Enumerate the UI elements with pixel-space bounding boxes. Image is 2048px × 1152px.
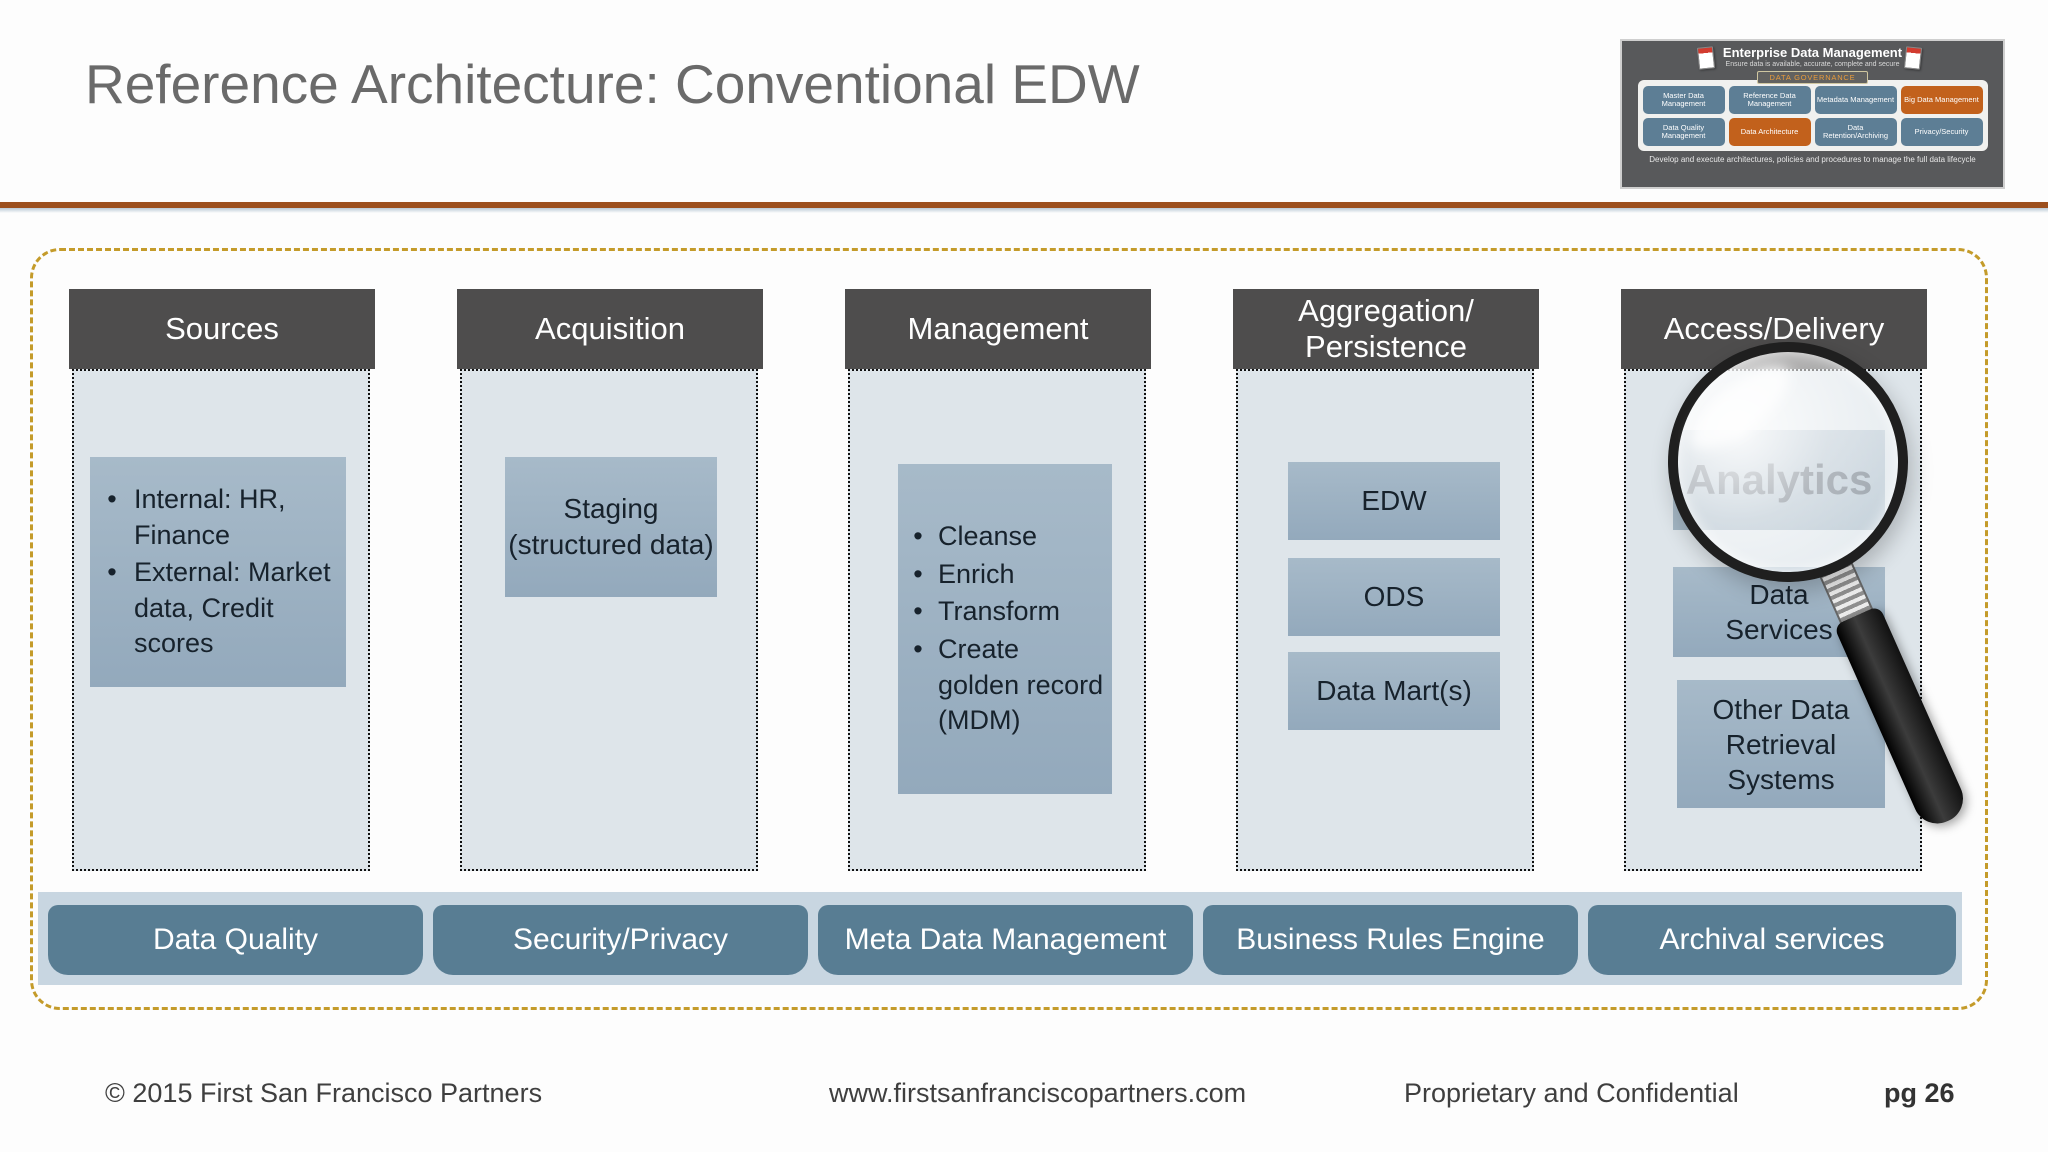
column-header-label: Persistence	[1305, 329, 1467, 364]
bottom-bar-data-quality: Data Quality	[48, 905, 423, 975]
bottom-bar-meta-data-management: Meta Data Management	[818, 905, 1193, 975]
column-body-acquisition: Staging (structured data)	[460, 369, 758, 871]
column-access-delivery: Access/Delivery Analytics Data Services …	[1621, 289, 1927, 873]
column-body-aggregation-persistence: EDW ODS Data Mart(s)	[1236, 369, 1534, 871]
bullet-item: Internal: HR, Finance	[90, 482, 346, 553]
staging-box: Staging (structured data)	[505, 457, 717, 597]
bottom-bar-label: Data Quality	[152, 923, 319, 956]
data-marts-box: Data Mart(s)	[1288, 652, 1500, 730]
analytics-box-label: Analytics	[1685, 456, 1873, 503]
ods-box: ODS	[1288, 558, 1500, 636]
thumbnail-panel: Master Data Management Reference Data Ma…	[1637, 80, 1988, 152]
column-header-label: Management	[907, 311, 1089, 347]
thumbnail-subtitle: Ensure data is available, accurate, comp…	[1725, 61, 1900, 69]
column-header-label: Sources	[165, 311, 279, 347]
bottom-bar-label: Meta Data Management	[844, 923, 1167, 956]
column-body-management: Cleanse Enrich Transform Create golden r…	[848, 369, 1146, 871]
footer-copyright: © 2015 First San Francisco Partners	[105, 1078, 543, 1108]
column-acquisition: Acquisition Staging (structured data)	[457, 289, 763, 873]
data-governance-badge: DATA GOVERNANCE	[1756, 71, 1869, 85]
column-header-management: Management	[845, 289, 1151, 369]
bottom-bar-label: Archival services	[1659, 923, 1885, 956]
title-divider-shadow	[0, 208, 2048, 213]
column-header-aggregation-persistence: Aggregation/ Persistence	[1233, 289, 1539, 369]
diagram-frame	[30, 248, 1988, 1010]
column-management: Management Cleanse Enrich Transform Crea…	[845, 289, 1151, 873]
bottom-bar-security-privacy: Security/Privacy	[433, 905, 808, 975]
ods-box-label: ODS	[1363, 581, 1425, 612]
bottom-bar-archival-services: Archival services	[1588, 905, 1956, 975]
bullet-item: Create golden record (MDM)	[898, 632, 1112, 739]
data-marts-box-label: Data Mart(s)	[1316, 675, 1472, 706]
column-header-access-delivery: Access/Delivery	[1621, 289, 1927, 369]
column-header-label: Acquisition	[535, 311, 685, 347]
column-body-access-delivery: Analytics Data Services Other Data Retri…	[1624, 369, 1922, 871]
bullet-item: Transform	[898, 594, 1112, 630]
thumbnail-title: Enterprise Data Management	[1722, 45, 1903, 60]
thumbnail-box: Metadata Management	[1814, 86, 1897, 115]
data-services-box: Data Services	[1673, 567, 1885, 657]
data-services-box-label: Data Services	[1725, 579, 1833, 645]
edw-box-label: EDW	[1361, 485, 1427, 516]
column-header-sources: Sources	[69, 289, 375, 369]
thumbnail-box: Master Data Management	[1642, 86, 1725, 115]
page-title: Reference Architecture: Conventional EDW	[85, 53, 1140, 115]
edm-thumbnail: Enterprise Data Management Ensure data i…	[1620, 39, 2005, 189]
column-sources: Sources Internal: HR, Finance External: …	[69, 289, 375, 873]
staging-box-label: Staging (structured data)	[508, 492, 714, 560]
bottom-services-strip: Data Quality Security/Privacy Meta Data …	[38, 892, 1962, 985]
footer-website: www.firstsanfranciscopartners.com	[829, 1078, 1247, 1108]
column-aggregation-persistence: Aggregation/ Persistence EDW ODS Data Ma…	[1233, 289, 1539, 873]
bullet-item: Cleanse	[898, 519, 1112, 555]
thumbnail-box: Data Architecture	[1728, 118, 1811, 147]
document-icon	[1696, 46, 1716, 70]
title-divider	[0, 202, 2048, 208]
thumbnail-box: Reference Data Management	[1728, 86, 1811, 115]
edw-box: EDW	[1288, 462, 1500, 540]
column-header-label: Access/Delivery	[1663, 311, 1885, 347]
thumbnail-caption: Develop and execute architectures, polic…	[1649, 155, 1976, 165]
document-icon	[1903, 46, 1923, 70]
footer-confidential: Proprietary and Confidential	[1404, 1078, 1739, 1108]
thumbnail-box: Big Data Management	[1900, 86, 1983, 115]
column-header-acquisition: Acquisition	[457, 289, 763, 369]
bottom-bar-label: Business Rules Engine	[1236, 923, 1545, 956]
other-data-retrieval-box: Other Data Retrieval Systems	[1677, 680, 1885, 808]
bullet-item: External: Market data, Credit scores	[90, 555, 346, 662]
column-body-sources: Internal: HR, Finance External: Market d…	[72, 369, 370, 871]
other-data-retrieval-box-label: Other Data Retrieval Systems	[1712, 693, 1850, 795]
management-box: Cleanse Enrich Transform Create golden r…	[898, 464, 1112, 794]
footer-page-number: pg 26	[1884, 1078, 1955, 1108]
thumbnail-box: Data Quality Management	[1642, 118, 1725, 147]
thumbnail-box: Data Retention/Archiving	[1814, 118, 1897, 147]
bottom-bar-label: Security/Privacy	[512, 923, 729, 956]
analytics-box: Analytics	[1673, 430, 1885, 530]
sources-box: Internal: HR, Finance External: Market d…	[90, 457, 346, 687]
thumbnail-box: Privacy/Security	[1900, 118, 1983, 147]
column-header-label: Aggregation/	[1298, 293, 1474, 329]
bullet-item: Enrich	[898, 557, 1112, 593]
bottom-bar-business-rules-engine: Business Rules Engine	[1203, 905, 1578, 975]
